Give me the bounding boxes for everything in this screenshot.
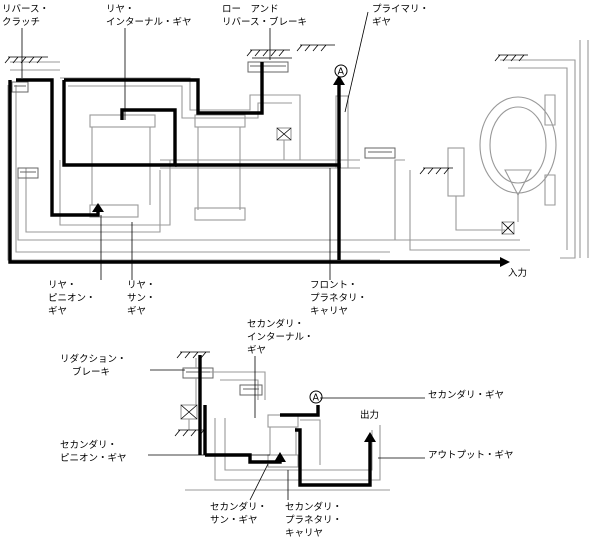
flow-arrow-icon [92, 203, 104, 212]
label-output-gear: アウトプット・ギヤ [428, 450, 514, 461]
label-secondary-sun-gear-1: セカンダリ・ [210, 501, 267, 513]
label-reverse-clutch-1: リバース・ [2, 4, 49, 15]
label-secondary-sun-gear-2: サン・ギヤ [210, 515, 258, 526]
bottom-labels: セカンダリ・ インターナル・ ギヤ リダクション・ ブレーキ セカンダリ・ギヤ … [60, 318, 514, 539]
marker-a-top: A [334, 64, 348, 78]
label-low-reverse-brake-1: ロー アンド [222, 4, 279, 15]
label-secondary-pinion-gear-1: セカンダリ・ [60, 439, 117, 451]
top-labels: リバース・ クラッチ リヤ・ インターナル・ギヤ ロー アンド リバース・ブレー… [2, 4, 527, 317]
label-reduction-brake-2: ブレーキ [72, 366, 110, 378]
top-power-flow [8, 62, 510, 267]
marker-a-bottom-text: A [313, 393, 320, 404]
label-reduction-brake-1: リダクション・ [60, 353, 127, 365]
label-rear-sun-gear-3: ギヤ [127, 306, 146, 317]
label-secondary-internal-gear-1: セカンダリ・ [247, 318, 304, 330]
top-leader-lines [21, 11, 369, 280]
label-secondary-planetary-carrier-3: キャリヤ [285, 528, 323, 539]
label-front-planetary-carrier-2: プラネタリ・ [310, 293, 367, 304]
label-rear-sun-gear-2: サン・ [127, 293, 156, 304]
flow-arrow-icon [274, 452, 286, 462]
bottom-mechanism [174, 351, 390, 491]
label-low-reverse-brake-2: リバース・ブレーキ [222, 16, 307, 28]
marker-a-bottom: A [309, 390, 323, 404]
bottom-leader-lines [148, 356, 425, 501]
bottom-power-flow [198, 355, 376, 487]
marker-a-top-text: A [338, 67, 345, 78]
label-secondary-planetary-carrier-2: プラネタリ・ [285, 515, 342, 526]
flow-arrow-icon [333, 75, 345, 85]
label-reverse-clutch-2: クラッチ [2, 17, 40, 28]
label-secondary-gear: セカンダリ・ギヤ [428, 389, 504, 401]
label-secondary-internal-gear-3: ギヤ [247, 345, 266, 356]
label-output: 出力 [360, 409, 379, 421]
output-arrow-icon [364, 432, 376, 442]
top-mechanism [7, 40, 589, 261]
label-rear-internal-gear-2: インターナル・ギヤ [106, 17, 192, 28]
label-rear-pinion-gear-3: ギヤ [48, 306, 67, 317]
label-primary-gear-1: プライマリ・ [372, 4, 429, 15]
label-secondary-pinion-gear-2: ピニオン・ギヤ [60, 453, 127, 464]
label-rear-sun-gear-1: リヤ・ [127, 280, 156, 291]
label-rear-pinion-gear-2: ピニオン・ [48, 293, 96, 304]
label-secondary-internal-gear-2: インターナル・ [247, 332, 314, 343]
label-primary-gear-2: ギヤ [372, 17, 391, 28]
top-ground-marks [4, 44, 528, 175]
label-rear-pinion-gear-1: リヤ・ [48, 280, 77, 291]
label-rear-internal-gear-1: リヤ・ [106, 4, 135, 15]
input-arrow-icon [500, 257, 510, 267]
label-secondary-planetary-carrier-1: セカンダリ・ [285, 501, 342, 513]
label-front-planetary-carrier-1: フロント・ [310, 280, 358, 291]
label-input: 入力 [508, 267, 527, 279]
label-front-planetary-carrier-3: キャリヤ [310, 306, 348, 317]
